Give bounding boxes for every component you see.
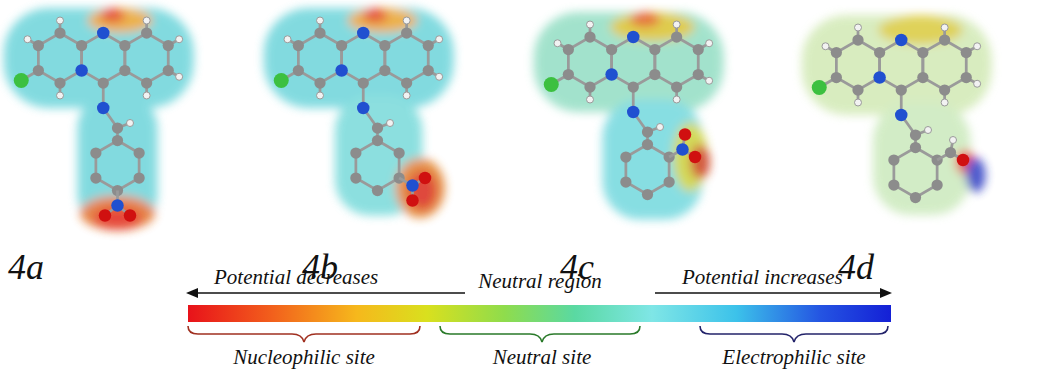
range-braces: [188, 326, 888, 342]
compound-label: 4a: [8, 248, 44, 288]
site-label: Neutral site: [493, 346, 592, 369]
color-scale-bar: [188, 305, 891, 322]
molecule-4b: [264, 8, 454, 218]
site-label: Electrophilic site: [722, 346, 865, 369]
molecule-4c: [534, 12, 724, 220]
scale-note: Potential increases: [682, 266, 843, 289]
molecule-4a: [4, 8, 194, 231]
site-label: Nucleophilic site: [233, 346, 375, 369]
scale-note: Potential decreases: [214, 266, 378, 289]
compound-label: 4d: [838, 248, 874, 288]
molecule-4d: [802, 15, 992, 215]
scale-note: Neutral region: [478, 270, 601, 293]
